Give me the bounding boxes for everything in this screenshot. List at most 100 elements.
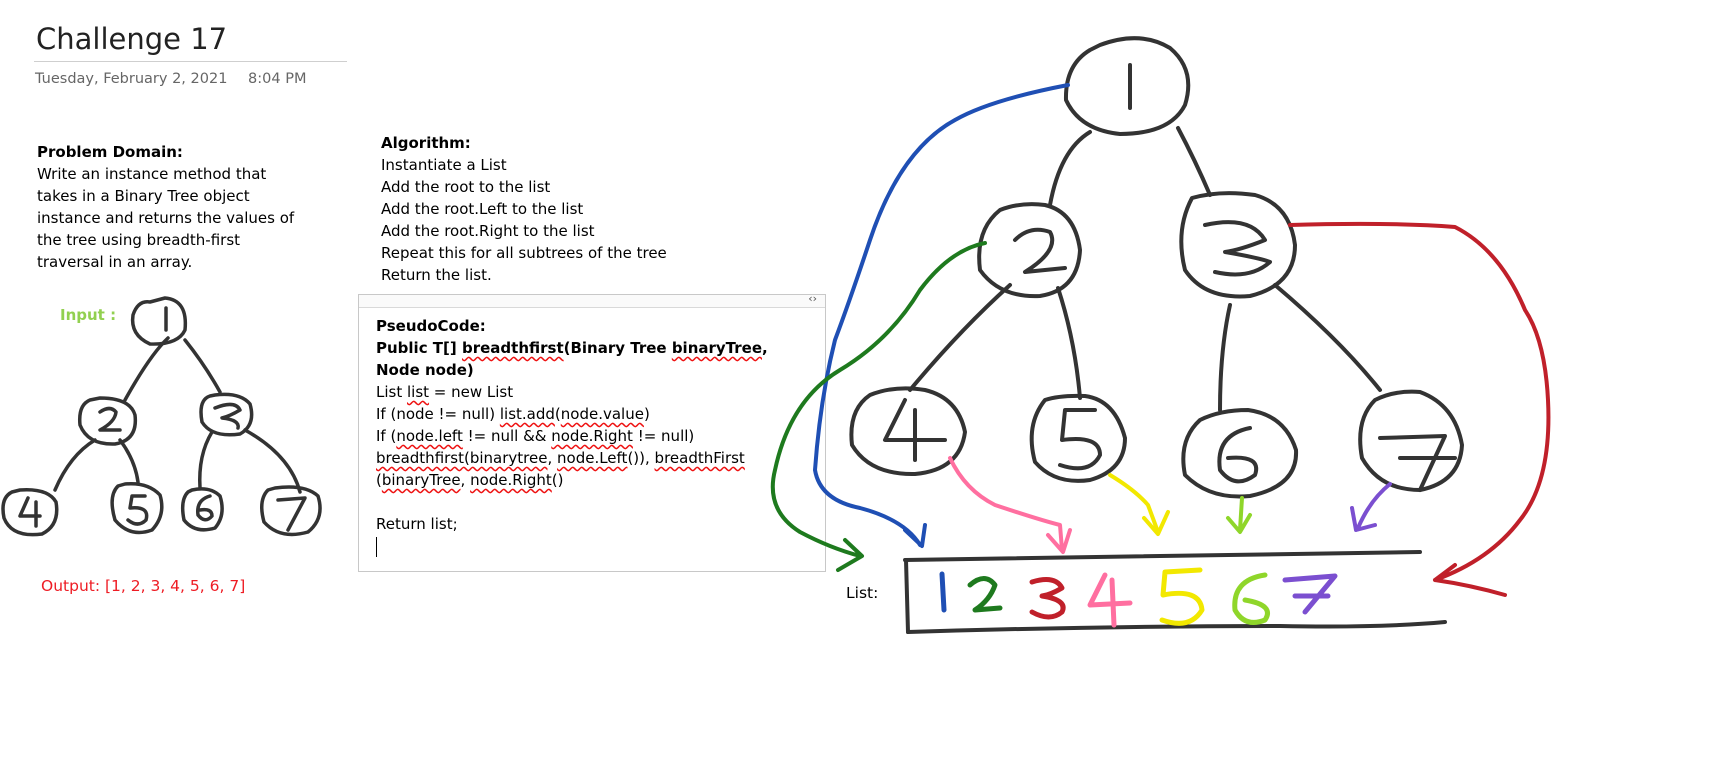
tree-node-digit — [1013, 227, 1067, 274]
tree-node-digit — [1378, 434, 1457, 492]
page-date: Tuesday, February 2, 2021 — [35, 71, 228, 87]
code-token: breadthFirst — [654, 449, 745, 467]
tree-node — [180, 487, 224, 532]
arrow-to-list-1 — [813, 83, 1070, 548]
code-token: (Binary Tree — [563, 339, 672, 357]
tree-node — [977, 202, 1082, 299]
code-token: list — [407, 383, 430, 401]
tree-node — [1358, 389, 1464, 492]
list-digit — [1282, 573, 1338, 615]
arrow-to-list-3 — [1288, 221, 1551, 597]
pseudocode-signature: Public T[] breadthfirst(Binary Tree bina… — [376, 337, 816, 381]
code-token: breadthfirst(binarytree — [376, 449, 548, 467]
tree-node — [849, 386, 967, 477]
tree-node — [77, 396, 138, 446]
algorithm-step: Add the root to the list — [381, 178, 551, 196]
result-list-digits — [939, 567, 1338, 628]
tree-node-digit — [126, 494, 149, 526]
tree-node-digit — [213, 402, 242, 430]
pseudocode-line: (binaryTree, node.Right() — [376, 469, 816, 491]
arrow-to-list-6 — [1226, 496, 1252, 534]
code-token: list.add — [499, 405, 555, 423]
pseudocode-line: If (node.left != null && node.Right != n… — [376, 425, 816, 447]
algorithm-block[interactable]: Algorithm: Instantiate a List Add the ro… — [381, 132, 721, 286]
tree-edge — [908, 283, 1012, 392]
algorithm-step: Repeat this for all subtrees of the tree — [381, 244, 667, 262]
list-digit — [1087, 572, 1133, 628]
tree-node — [130, 296, 188, 346]
arrow-to-list-2 — [770, 241, 987, 572]
traversal-arrows — [770, 83, 1551, 597]
tree-node-digit — [18, 496, 42, 528]
problem-heading: Problem Domain: — [37, 143, 183, 161]
arrow-to-list-5 — [1108, 473, 1170, 536]
pseudocode-heading: PseudoCode: — [376, 317, 486, 335]
pseudocode-container[interactable]: ‹› PseudoCode: Public T[] breadthfirst(B… — [358, 292, 826, 572]
code-token: Public T[] — [376, 339, 462, 357]
code-token: != null) — [632, 427, 695, 445]
tree-edge — [1273, 283, 1382, 392]
text-cursor — [376, 535, 816, 557]
code-token: = new List — [429, 383, 514, 401]
pseudocode-body[interactable]: PseudoCode: Public T[] breadthfirst(Bina… — [376, 315, 816, 557]
tree-node-digit — [883, 398, 947, 462]
code-token: breadthfirst — [461, 339, 564, 357]
tree-edge — [1176, 126, 1212, 197]
problem-text: Write an instance method that takes in a… — [37, 165, 295, 271]
tree-node-digit — [196, 494, 214, 522]
container-drag-handle[interactable]: ‹› — [359, 292, 825, 308]
problem-domain-block[interactable]: Problem Domain: Write an instance method… — [37, 141, 297, 273]
code-token: If (node != null) — [376, 405, 500, 423]
list-label: List: — [846, 584, 879, 602]
tree-node — [1179, 191, 1297, 299]
algorithm-step: Add the root.Right to the list — [381, 222, 595, 240]
page-time: 8:04 PM — [248, 71, 307, 87]
code-token: List — [376, 383, 407, 401]
tree-node — [1063, 36, 1191, 136]
arrow-to-list-7 — [1350, 482, 1392, 532]
code-token: () — [551, 471, 564, 489]
code-token: If ( — [376, 427, 397, 445]
list-digit — [1029, 577, 1066, 620]
tree-node — [1029, 393, 1127, 483]
algorithm-step: Add the root.Left to the list — [381, 200, 584, 218]
tree-edge — [123, 336, 170, 402]
arrow-to-list-4 — [948, 456, 1072, 554]
tree-node-digit — [1058, 408, 1102, 471]
code-token: node.Left — [557, 449, 628, 467]
page-title: Challenge 17 — [36, 22, 228, 56]
code-token: binaryTree — [671, 339, 762, 357]
tree-node — [110, 481, 164, 535]
result-list-box — [903, 550, 1447, 634]
pseudocode-line: List list = new List — [376, 381, 816, 403]
tree-node — [1, 488, 59, 537]
tree-edge — [118, 438, 140, 484]
tree-edge — [1218, 303, 1232, 412]
code-token: node.Right — [551, 427, 633, 445]
tree-edge — [198, 430, 214, 490]
code-token: node.Right — [470, 471, 552, 489]
tree-edge — [53, 438, 97, 492]
main-tree-drawing — [849, 36, 1464, 499]
algorithm-step: Instantiate a List — [381, 156, 507, 174]
tree-edge — [1056, 286, 1082, 400]
page-timestamp: Tuesday, February 2, 2021 8:04 PM — [35, 71, 306, 87]
tree-node-digit — [276, 496, 307, 532]
code-token: , — [460, 471, 471, 489]
algorithm-heading: Algorithm: — [381, 134, 471, 152]
code-token: node.left — [396, 427, 463, 445]
list-digit — [967, 576, 1003, 613]
code-token: ) — [643, 405, 650, 423]
code-token: node.value — [560, 405, 644, 423]
output-label: Output: [1, 2, 3, 4, 5, 6, 7] — [41, 577, 246, 595]
code-token: binaryTree — [381, 471, 461, 489]
list-digit — [1159, 567, 1205, 626]
code-token: != null && — [462, 427, 552, 445]
list-digit — [1232, 572, 1270, 625]
title-divider — [34, 61, 347, 62]
resize-handle-icon[interactable]: ‹› — [808, 292, 817, 305]
input-label: Input : — [60, 306, 117, 324]
tree-node — [199, 392, 254, 437]
pseudocode-line: If (node != null) list.add(node.value) — [376, 403, 816, 425]
